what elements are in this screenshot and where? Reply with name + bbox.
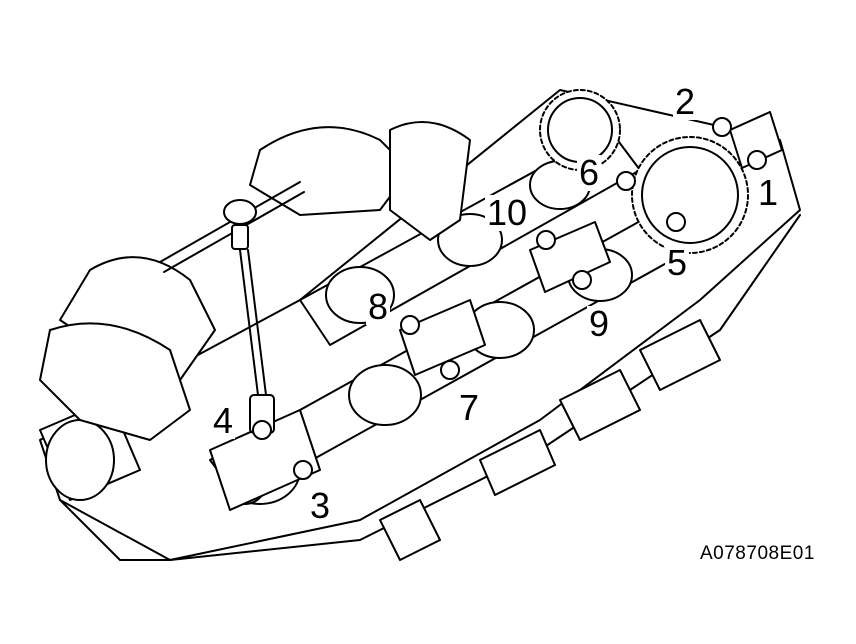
upper-hand <box>249 126 411 216</box>
callout-8: 8 <box>366 286 391 327</box>
cap-bolts <box>252 117 767 480</box>
callout-10: 10 <box>485 192 530 233</box>
callout-6: 6 <box>577 152 602 193</box>
callout-9: 9 <box>587 303 612 344</box>
callout-7: 7 <box>457 387 482 428</box>
callout-5: 5 <box>665 242 690 283</box>
casting-rib-1 <box>379 499 441 561</box>
figure-code: A078708E01 <box>700 543 815 564</box>
casting-rib-2 <box>559 369 641 441</box>
left-lower-hand <box>39 322 191 441</box>
casting-rib-4 <box>479 429 556 496</box>
callout-3: 3 <box>308 485 333 526</box>
right-hand <box>389 121 471 241</box>
callout-4: 4 <box>211 400 236 441</box>
callout-1: 1 <box>756 172 781 213</box>
callout-2: 2 <box>673 81 698 122</box>
head-front-edge <box>59 499 171 561</box>
casting-rib-3 <box>639 319 721 391</box>
